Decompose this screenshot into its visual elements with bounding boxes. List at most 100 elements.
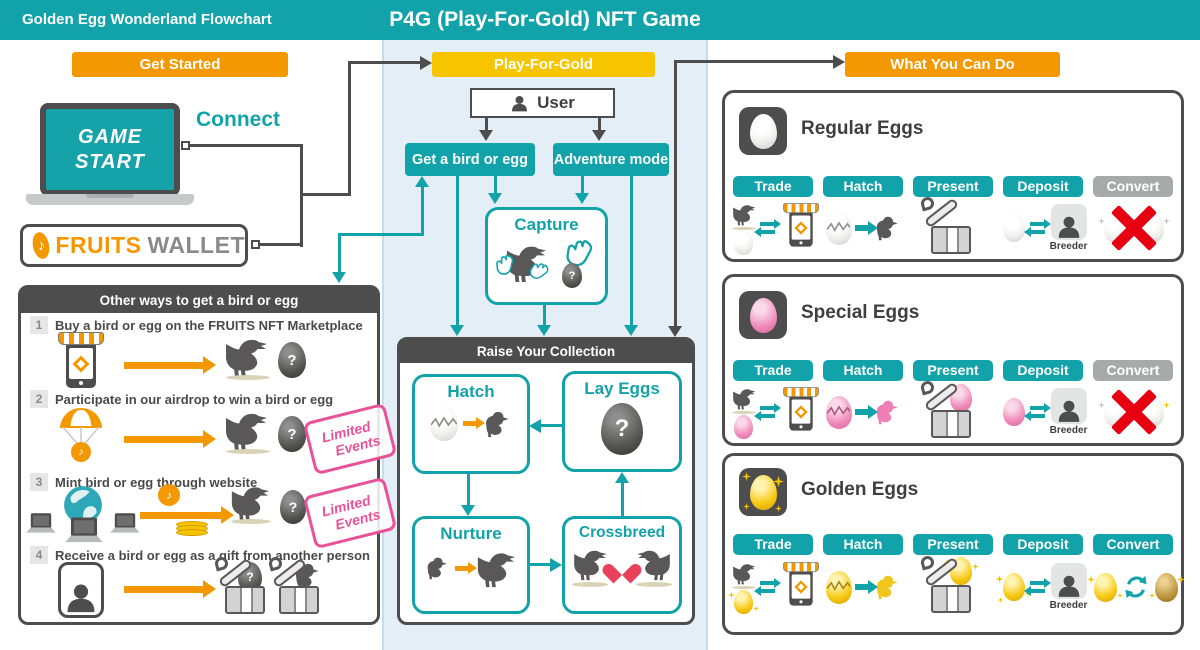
lay-eggs-node: Lay Eggs ? bbox=[562, 371, 682, 472]
mystery-egg-icon: ? bbox=[278, 416, 306, 452]
deposit-icons: Breeder bbox=[995, 558, 1093, 616]
crossbreed-node: Crossbreed bbox=[562, 516, 682, 614]
coin-stack-icon bbox=[176, 521, 208, 536]
ground-shadow bbox=[231, 519, 271, 524]
hatch-button[interactable]: Hatch bbox=[823, 176, 903, 197]
duck-icon bbox=[571, 546, 609, 581]
website-mint-icon bbox=[24, 484, 144, 544]
hatch-icons bbox=[819, 199, 907, 257]
flow-line bbox=[674, 60, 834, 63]
hatch-button[interactable]: Hatch bbox=[823, 360, 903, 381]
ground-shadow bbox=[572, 582, 608, 587]
flow-line bbox=[494, 176, 497, 193]
flow-line bbox=[621, 481, 624, 516]
golden-egg-icon bbox=[739, 468, 787, 516]
bird-icon bbox=[222, 408, 270, 452]
transform-arrow bbox=[463, 417, 485, 429]
flow-line bbox=[530, 563, 552, 566]
present-button[interactable]: Present bbox=[913, 534, 993, 555]
other-ways-title: Other ways to get a bird or egg bbox=[21, 288, 377, 313]
golden-eggs-panel: Golden Eggs Trade Hatch Present Deposit … bbox=[722, 453, 1185, 635]
flow-line bbox=[543, 302, 546, 325]
header-bar: Golden Egg Wonderland Flowchart P4G (Pla… bbox=[0, 0, 1200, 40]
airdrop-parachute-icon: ♪ bbox=[58, 406, 104, 466]
flow-line bbox=[581, 176, 584, 193]
duckling-icon bbox=[424, 556, 450, 580]
arrowhead bbox=[668, 326, 682, 337]
fruits-wallet-box[interactable]: ♪ FRUITS WALLET bbox=[20, 224, 248, 267]
present-icons bbox=[909, 379, 995, 439]
flow-line bbox=[189, 144, 303, 147]
present-button[interactable]: Present bbox=[913, 176, 993, 197]
convert-icons bbox=[1087, 383, 1181, 441]
game-start-laptop[interactable]: GAME START bbox=[40, 103, 180, 196]
regular-egg-icon bbox=[739, 107, 787, 155]
not-allowed-icon bbox=[1109, 205, 1159, 251]
arrowhead bbox=[529, 418, 541, 433]
get-started-pill[interactable]: Get Started bbox=[72, 52, 288, 77]
play-for-gold-pill[interactable]: Play-For-Gold bbox=[432, 52, 655, 77]
convert-button[interactable]: Convert bbox=[1093, 360, 1173, 381]
connector-node bbox=[251, 240, 260, 249]
present-button[interactable]: Present bbox=[913, 360, 993, 381]
user-icon bbox=[510, 94, 529, 113]
item-number: 3 bbox=[30, 473, 48, 491]
bird-icon bbox=[222, 334, 270, 378]
deposit-button[interactable]: Deposit bbox=[1003, 360, 1083, 381]
game-start-label-line2: START bbox=[75, 150, 145, 173]
deposit-button[interactable]: Deposit bbox=[1003, 176, 1083, 197]
flow-line bbox=[421, 184, 424, 236]
arrowhead bbox=[332, 272, 346, 283]
convert-button[interactable]: Convert bbox=[1093, 176, 1173, 197]
fruits-logo-icon: ♪ bbox=[30, 230, 53, 261]
deposit-button[interactable]: Deposit bbox=[1003, 534, 1083, 555]
arrowhead bbox=[575, 193, 589, 204]
flowchart-title: Golden Egg Wonderland Flowchart bbox=[22, 11, 272, 28]
user-label: User bbox=[537, 93, 575, 112]
duck-icon bbox=[474, 548, 518, 588]
flow-arrow-orange bbox=[124, 356, 216, 374]
arrowhead bbox=[461, 505, 475, 516]
arrowhead bbox=[479, 130, 493, 141]
arrowhead bbox=[488, 193, 502, 204]
trade-icons bbox=[727, 383, 819, 441]
capture-icons: ? bbox=[495, 239, 598, 289]
panel-title: Golden Eggs bbox=[801, 479, 919, 500]
hatch-node: Hatch bbox=[412, 374, 530, 474]
item-text: Participate in our airdrop to win a bird… bbox=[55, 392, 334, 407]
trade-button[interactable]: Trade bbox=[733, 534, 813, 555]
flow-arrow-orange bbox=[124, 430, 216, 448]
trade-button[interactable]: Trade bbox=[733, 360, 813, 381]
trade-button[interactable]: Trade bbox=[733, 176, 813, 197]
transform-arrow bbox=[455, 561, 477, 574]
present-icons bbox=[909, 195, 995, 255]
hands-catching-bird-icon bbox=[495, 239, 551, 289]
raise-collection-title: Raise Your Collection bbox=[400, 340, 692, 363]
mystery-egg-icon: ? bbox=[601, 403, 643, 455]
present-icons bbox=[909, 554, 995, 614]
nurture-label: Nurture bbox=[440, 524, 502, 543]
what-you-can-do-pill[interactable]: What You Can Do bbox=[845, 52, 1060, 77]
wallet-brand: FRUITS bbox=[55, 232, 142, 258]
deposit-icons: Breeder bbox=[997, 199, 1093, 257]
capture-node: Capture ? bbox=[485, 207, 608, 305]
hatch-label: Hatch bbox=[447, 382, 495, 401]
flow-line bbox=[598, 118, 601, 132]
panel-title: Regular Eggs bbox=[801, 118, 924, 139]
ground-shadow bbox=[226, 449, 270, 454]
connector-node bbox=[181, 141, 190, 150]
fruits-coin-icon: ♪ bbox=[158, 484, 180, 506]
convert-button[interactable]: Convert bbox=[1093, 534, 1173, 555]
connect-label: Connect bbox=[196, 108, 280, 131]
hand-holding-egg-icon: ? bbox=[556, 239, 598, 289]
wallet-suffix: WALLET bbox=[147, 232, 245, 258]
get-bird-or-egg-button[interactable]: Get a bird or egg bbox=[405, 143, 535, 176]
arrowhead bbox=[615, 472, 629, 483]
mystery-egg-icon: ? bbox=[280, 490, 306, 524]
flow-arrow-orange bbox=[124, 580, 216, 598]
hatch-button[interactable]: Hatch bbox=[823, 534, 903, 555]
laptop-base bbox=[26, 194, 194, 205]
arrowhead bbox=[550, 557, 562, 572]
adventure-mode-button[interactable]: Adventure mode bbox=[553, 143, 669, 176]
